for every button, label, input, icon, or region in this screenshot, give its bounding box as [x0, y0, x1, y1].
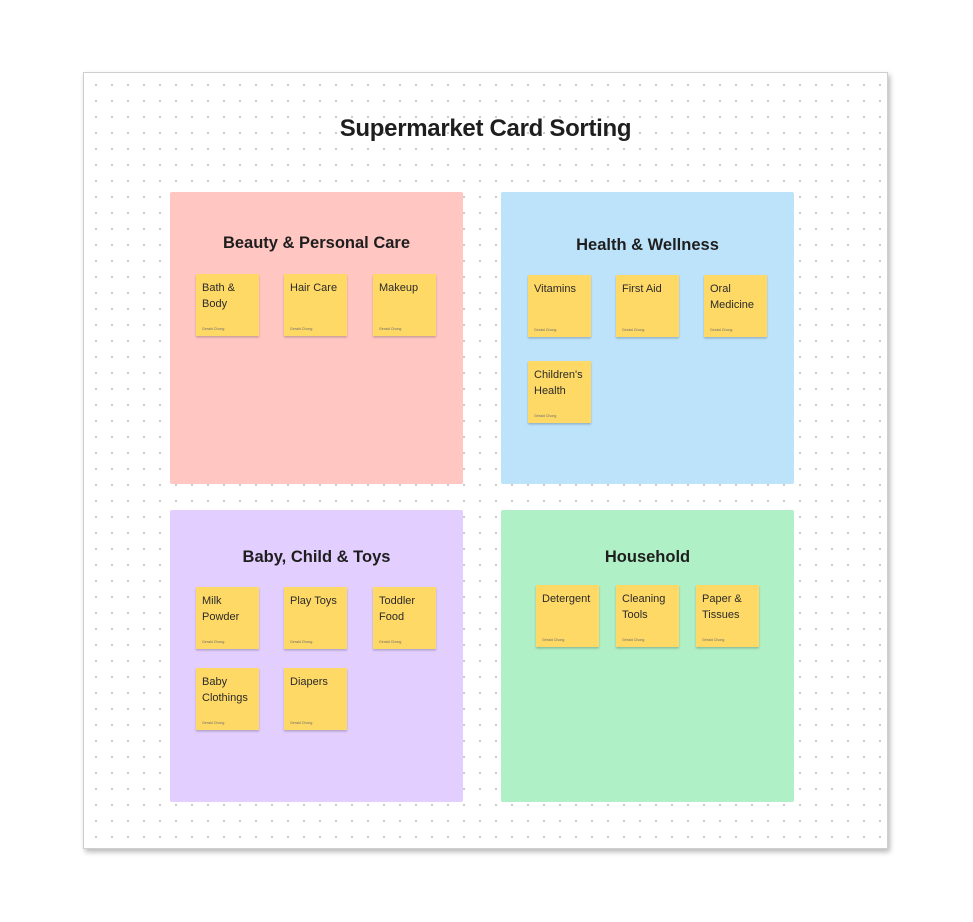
sticky-note-label: Milk Powder: [202, 595, 240, 623]
sticky-note-cleaning-tools[interactable]: Cleaning Tools Gerald Chong: [616, 585, 679, 647]
sticky-note-baby-clothings[interactable]: Baby Clothings Gerald Chong: [196, 668, 259, 730]
sticky-note-author: Gerald Chong: [290, 640, 313, 644]
sticky-note-label: Diapers: [290, 676, 328, 688]
sticky-note-label: Toddler Food: [379, 595, 416, 623]
sticky-note-author: Gerald Chong: [702, 638, 725, 642]
sticky-note-author: Gerald Chong: [379, 640, 402, 644]
sticky-note-label: Bath & Body: [202, 282, 236, 310]
sticky-note-oral-medicine[interactable]: Oral Medicine Gerald Chong: [704, 275, 767, 337]
section-beauty-personal-care[interactable]: Beauty & Personal Care Bath & Body Geral…: [170, 192, 463, 484]
sticky-note-makeup[interactable]: Makeup Gerald Chong: [373, 274, 436, 336]
sticky-note-label: Cleaning Tools: [622, 593, 666, 621]
board-title[interactable]: Supermarket Card Sorting: [339, 115, 632, 142]
sticky-note-author: Gerald Chong: [202, 640, 225, 644]
sticky-note-play-toys[interactable]: Play Toys Gerald Chong: [284, 587, 347, 649]
section-title[interactable]: Household: [604, 548, 691, 566]
sticky-note-label: Oral Medicine: [710, 283, 755, 311]
sticky-note-author: Gerald Chong: [542, 638, 565, 642]
section-baby-child-toys[interactable]: Baby, Child & Toys Milk Powder Gerald Ch…: [170, 510, 463, 802]
section-health-wellness[interactable]: Health & Wellness Vitamins Gerald Chong …: [501, 192, 794, 484]
sticky-note-diapers[interactable]: Diapers Gerald Chong: [284, 668, 347, 730]
sticky-note-first-aid[interactable]: First Aid Gerald Chong: [616, 275, 679, 337]
sticky-note-milk-powder[interactable]: Milk Powder Gerald Chong: [196, 587, 259, 649]
sticky-note-author: Gerald Chong: [622, 638, 645, 642]
sticky-note-label: Detergent: [542, 593, 591, 605]
sticky-note-author: Gerald Chong: [534, 328, 557, 332]
sticky-note-author: Gerald Chong: [290, 327, 313, 331]
sticky-note-detergent[interactable]: Detergent Gerald Chong: [536, 585, 599, 647]
whiteboard-canvas[interactable]: Supermarket Card Sorting Beauty & Person…: [83, 72, 888, 849]
section-title[interactable]: Health & Wellness: [576, 236, 719, 254]
sticky-note-author: Gerald Chong: [202, 721, 225, 725]
sticky-note-label: Hair Care: [290, 282, 338, 294]
sticky-note-hair-care[interactable]: Hair Care Gerald Chong: [284, 274, 347, 336]
sticky-note-childrens-health[interactable]: Children's Health Gerald Chong: [528, 361, 591, 423]
sticky-note-label: Makeup: [379, 282, 419, 294]
sticky-note-author: Gerald Chong: [290, 721, 313, 725]
sticky-note-author: Gerald Chong: [202, 327, 225, 331]
sticky-note-toddler-food[interactable]: Toddler Food Gerald Chong: [373, 587, 436, 649]
section-household[interactable]: Household Detergent Gerald Chong Cleanin…: [501, 510, 794, 802]
section-title[interactable]: Baby, Child & Toys: [242, 548, 391, 566]
sticky-note-label: First Aid: [622, 283, 662, 295]
sticky-note-label: Vitamins: [534, 283, 576, 295]
sticky-note-label: Baby Clothings: [202, 676, 248, 704]
section-title[interactable]: Beauty & Personal Care: [222, 234, 411, 252]
sticky-note-label: Children's Health: [534, 369, 583, 397]
sticky-note-author: Gerald Chong: [710, 328, 733, 332]
sticky-note-label: Play Toys: [290, 595, 337, 607]
sticky-note-author: Gerald Chong: [534, 414, 557, 418]
sticky-note-author: Gerald Chong: [379, 327, 402, 331]
sticky-note-author: Gerald Chong: [622, 328, 645, 332]
sticky-note-paper-tissues[interactable]: Paper & Tissues Gerald Chong: [696, 585, 759, 647]
sticky-note-bath-body[interactable]: Bath & Body Gerald Chong: [196, 274, 259, 336]
sticky-note-vitamins[interactable]: Vitamins Gerald Chong: [528, 275, 591, 337]
sticky-note-label: Paper & Tissues: [702, 593, 742, 621]
